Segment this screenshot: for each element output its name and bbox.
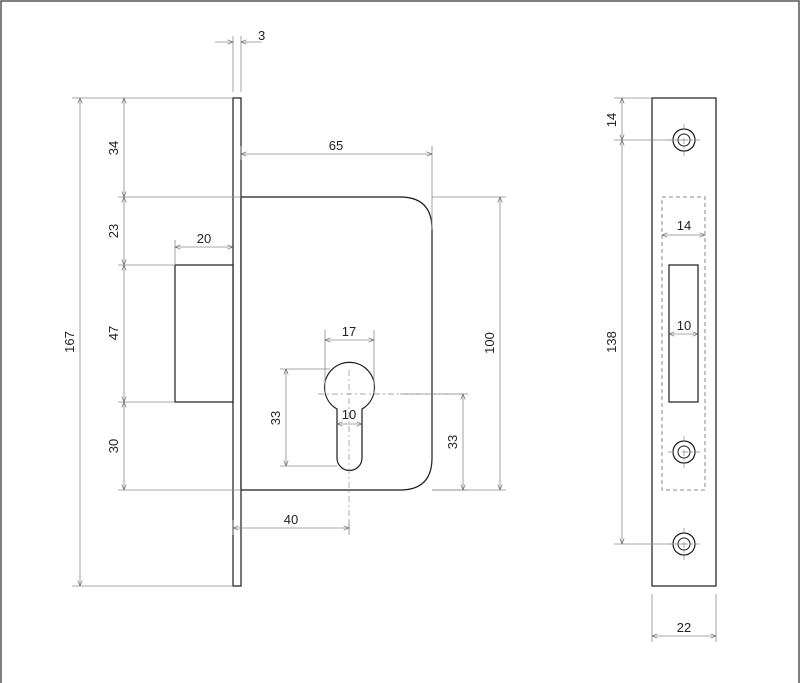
- latch-bolt: [174, 264, 234, 403]
- hidden-window-outline: [661, 196, 706, 491]
- faceplate: [232, 97, 242, 587]
- dim-strike-width: 22: [677, 620, 691, 635]
- dim-strike-bolt-slot: 10: [677, 318, 691, 333]
- dim-strike-hole-spacing: 138: [604, 331, 619, 353]
- dim-case-height: 100: [482, 332, 497, 354]
- dim-cylinder-to-bottom: 33: [445, 435, 460, 449]
- dim-strike-top-hole: 14: [604, 113, 619, 127]
- extension-lines: [72, 36, 506, 587]
- strike-dimension-labels: 14 14 138 10 22: [604, 113, 691, 635]
- dim-cylinder-width: 17: [342, 324, 356, 339]
- dim-bolt-to-case-bottom: 30: [106, 439, 121, 453]
- dim-backset: 40: [284, 512, 298, 527]
- dim-top-to-case: 34: [106, 141, 121, 155]
- mortise-lock-view: [174, 97, 466, 587]
- strike-plate-view: [651, 97, 717, 587]
- strike-dimension-lines: [614, 97, 717, 642]
- dim-total-height: 167: [62, 331, 77, 353]
- dim-cylinder-slot: 10: [342, 407, 356, 422]
- dimension-lines: [80, 42, 500, 586]
- dimension-labels: 3 34 65 23 20 47 30 167 17 33 10 100 33 …: [62, 28, 497, 527]
- lock-case: [240, 196, 433, 491]
- dim-bolt-height: 47: [106, 326, 121, 340]
- dim-case-top-to-bolt: 23: [106, 224, 121, 238]
- dim-cylinder-height: 33: [268, 411, 283, 425]
- bolt-slot: [668, 264, 699, 403]
- dim-faceplate-thickness: 3: [258, 28, 265, 43]
- dim-case-depth: 65: [329, 138, 343, 153]
- dim-bolt-throw: 20: [197, 231, 211, 246]
- dim-strike-window-width: 14: [677, 218, 691, 233]
